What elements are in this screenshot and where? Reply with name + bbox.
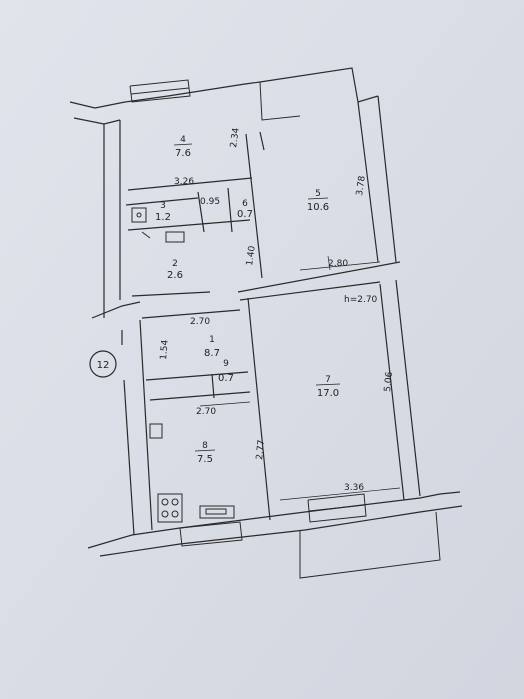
wall-outer-bottom-2 (99, 505, 463, 557)
room-8-underline (194, 449, 216, 452)
stove-burner-icon (161, 510, 169, 518)
wall-step (91, 301, 141, 319)
partition-room2-bottom (131, 291, 211, 297)
dim-line-270 (199, 401, 251, 407)
room-6-area: 0.7 (237, 209, 253, 220)
window-room7 (307, 493, 367, 523)
dim-room7-width: 3.36 (344, 483, 364, 493)
room-5-area: 10.6 (307, 202, 329, 213)
dim-room7-height: 5.06 (383, 371, 395, 392)
stove-burner-icon (171, 510, 179, 518)
wall-right-lower-outer (395, 279, 421, 497)
dim-room8-width: 2.70 (196, 407, 216, 417)
window-room4-pane (130, 87, 190, 95)
fixtures (131, 207, 235, 523)
dim-room5-width: 2.80 (328, 259, 348, 269)
room-4-number: 4 (180, 135, 186, 145)
stove-burner-icon (161, 498, 169, 506)
partition-room2-top (127, 219, 251, 231)
partition-stub (259, 131, 265, 151)
room-7-underline (315, 383, 341, 386)
dim-room5-height: 3.78 (355, 175, 368, 197)
partition-corridor-top (237, 261, 401, 293)
dim-corridor-width: 0.95 (200, 197, 220, 207)
partition-room9-right (211, 373, 215, 399)
room-2-area: 2.6 (167, 270, 183, 281)
partition-corridor-top-2 (239, 281, 381, 301)
dim-room1-height: 1.54 (159, 339, 171, 360)
wall-outer-bottom (87, 491, 461, 549)
pipe-mark (141, 231, 151, 239)
drain-icon (136, 212, 142, 218)
room-7-number: 7 (325, 375, 331, 385)
stove-burner-icon (171, 498, 179, 506)
room-4-underline (173, 143, 193, 146)
dim-line-280 (299, 261, 381, 271)
dim-room8-height: 2.77 (255, 439, 267, 460)
dim-line-336 (279, 487, 401, 501)
room-8-number: 8 (202, 441, 208, 451)
sink-fixture (199, 505, 235, 519)
entrance-marker-label: 12 (97, 360, 110, 371)
room-1-area: 8.7 (204, 348, 220, 359)
balcony-bottom (299, 511, 441, 579)
partition-room1-top (141, 309, 241, 319)
window-room8 (179, 521, 243, 547)
dim-room1-width: 2.70 (190, 317, 210, 327)
dim-ceiling-height: h=2.70 (344, 295, 378, 305)
windows (129, 79, 441, 579)
wall-right-upper-outer (357, 101, 379, 263)
partition-room4-bottom (127, 177, 253, 191)
wall-right-upper (377, 95, 397, 263)
partition-room8-top (149, 391, 251, 401)
wall-outer-top (69, 67, 379, 109)
partition-room7-left (247, 297, 271, 521)
room-8-area: 7.5 (197, 454, 213, 465)
wall-left-lower-inner (139, 319, 153, 531)
dim-room4-width: 3.26 (174, 177, 194, 187)
sink-basin (205, 508, 227, 515)
kitchen-fixture (149, 423, 163, 439)
dim-tick (327, 255, 331, 271)
window-room4 (129, 79, 191, 103)
dimension-lines (199, 255, 401, 501)
room-3-number: 3 (160, 201, 166, 211)
room-9-number: 9 (223, 359, 229, 369)
room-5-underline (307, 197, 329, 200)
balcony-top (259, 81, 301, 121)
entrance-marker-circle (89, 350, 117, 378)
room-9-area: 0.7 (218, 373, 234, 384)
partition-room3-right (197, 191, 205, 233)
room-6-number: 6 (242, 199, 248, 209)
walls (69, 67, 463, 557)
partition-room6-left (227, 187, 233, 233)
partition-room4-room5 (245, 133, 263, 279)
dim-room4-height: 2.34 (229, 127, 242, 149)
wall-right-lower-inner (379, 283, 405, 501)
window-room7-pane (308, 504, 366, 512)
room-5-number: 5 (315, 189, 321, 199)
partition-room9-top (145, 371, 249, 381)
room-1-number: 1 (209, 335, 215, 345)
room-2-number: 2 (172, 259, 178, 269)
bath-fixture (131, 207, 147, 223)
partition-room3 (125, 197, 199, 206)
dim-passage-length: 1.40 (245, 245, 258, 267)
stove-fixture (157, 493, 183, 523)
wall-left-lower-outer (123, 379, 135, 536)
room-7-area: 17.0 (317, 388, 339, 399)
toilet-fixture (165, 231, 185, 243)
room-4-area: 7.6 (175, 148, 191, 159)
room-3-area: 1.2 (155, 212, 171, 223)
